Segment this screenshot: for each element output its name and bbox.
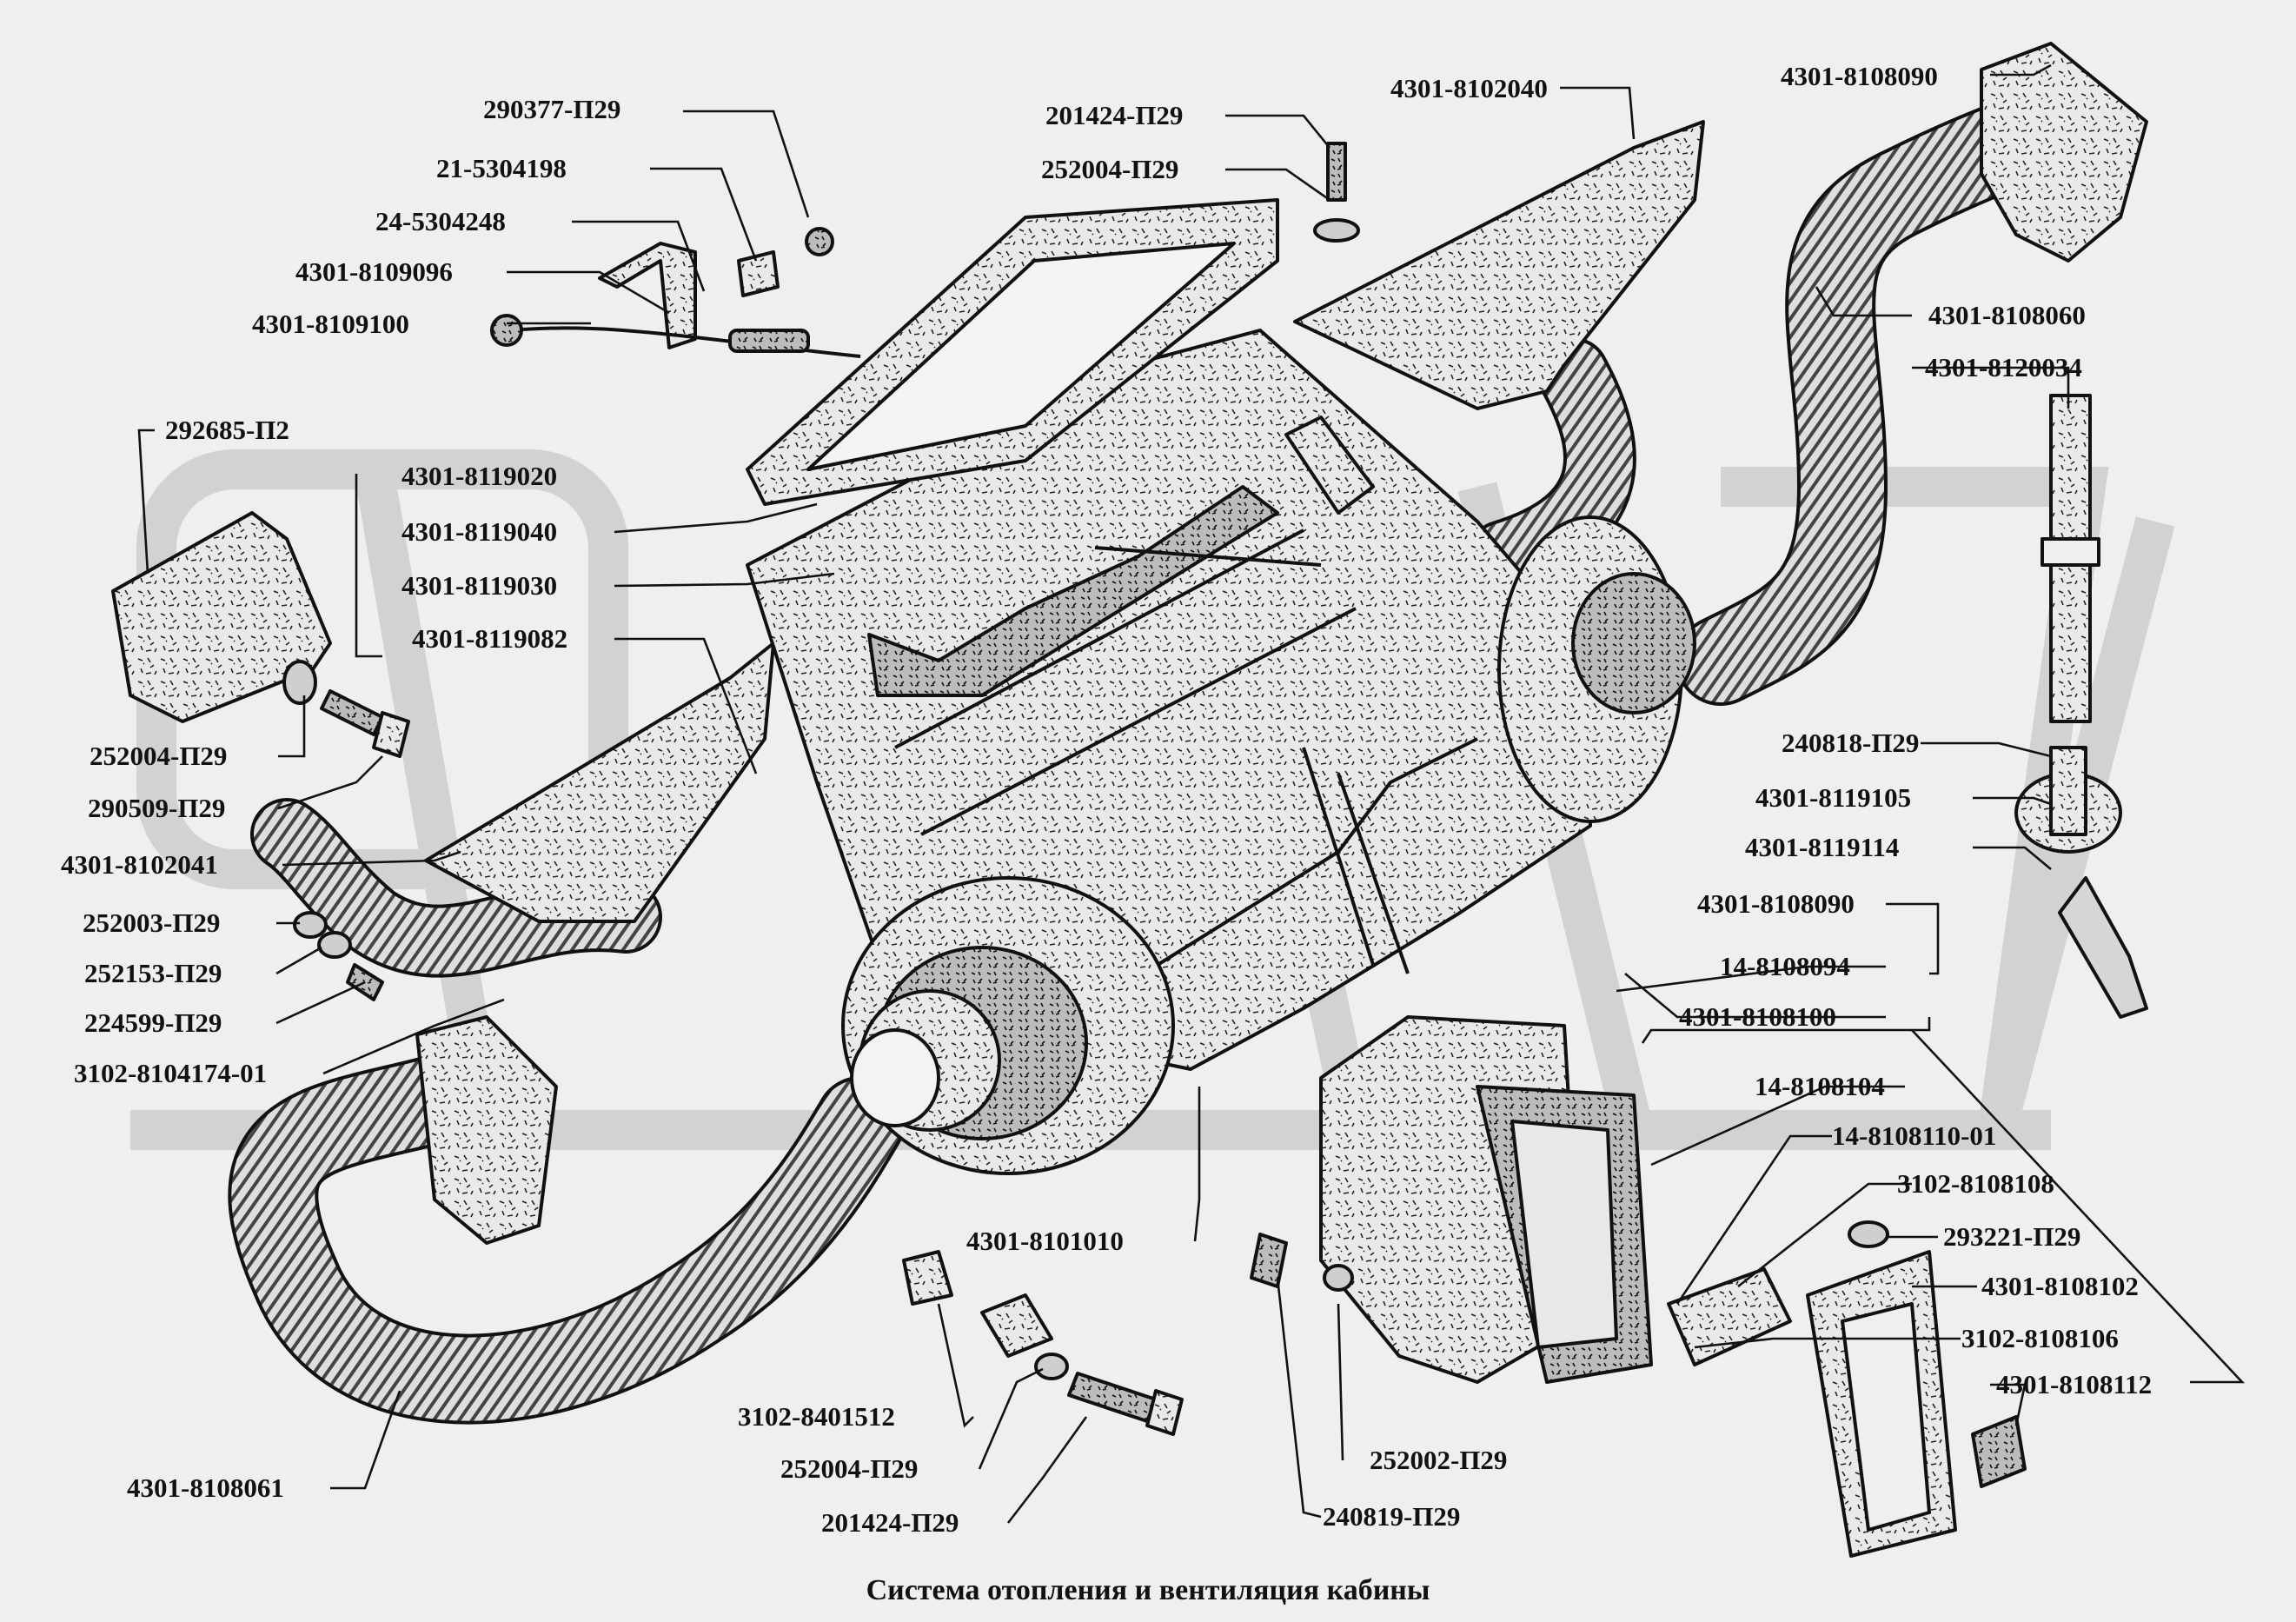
part-label-4301-8109096: 4301-8109096 <box>295 256 453 287</box>
part-label-252003-p29: 252003-П29 <box>83 907 220 938</box>
part-label-3102-8401512: 3102-8401512 <box>738 1401 895 1432</box>
part-label-4301-8119105: 4301-8119105 <box>1755 782 1911 813</box>
heater-right-flange <box>1497 515 1696 823</box>
part-label-252002-p29: 252002-П29 <box>1370 1445 1507 1475</box>
leader-lines <box>137 63 2246 1524</box>
drain-pipe <box>2041 394 2100 723</box>
part-label-240818-p29: 240818-П29 <box>1782 728 1919 758</box>
part-label-4301-8108061: 4301-8108061 <box>127 1472 284 1503</box>
part-label-4301-8109100: 4301-8109100 <box>252 309 409 339</box>
diagram-caption: Система отопления и вентиляция кабины <box>866 1574 1430 1606</box>
lower-left-air-hose <box>228 1050 906 1425</box>
heater-top-gasket <box>746 198 1279 506</box>
upper-right-grille-nozzle <box>1980 42 2148 263</box>
part-label-4301-8119040: 4301-8119040 <box>401 516 557 547</box>
part-label-4301-8108090-top: 4301-8108090 <box>1781 61 1938 91</box>
part-label-4301-8102041: 4301-8102041 <box>61 849 218 880</box>
left-duct-bracket <box>111 511 332 723</box>
bottom-small-parts <box>902 1233 1354 1436</box>
part-label-290509-p29: 290509-П29 <box>88 793 225 823</box>
part-label-4301-8108060: 4301-8108060 <box>1928 300 2086 330</box>
pipe-clamp <box>2014 746 2148 1019</box>
fan-motor <box>841 876 1175 1175</box>
part-label-14-8108094: 14-8108094 <box>1720 951 1850 981</box>
top-bolt-and-washer <box>1313 142 1360 243</box>
part-label-252004-p29-top: 252004-П29 <box>1041 154 1178 184</box>
part-label-14-8108110-01: 14-8108110-01 <box>1832 1120 1996 1151</box>
outlet-small-parts <box>1667 1220 2027 1558</box>
heater-valve <box>1094 415 1375 567</box>
part-label-252004-p29-left: 252004-П29 <box>90 741 227 771</box>
mounting-bracket <box>490 227 861 358</box>
part-label-224599-p29: 224599-П29 <box>84 1007 222 1038</box>
part-label-21-5304198: 21-5304198 <box>436 153 567 183</box>
part-label-201424-p29-top: 201424-П29 <box>1045 100 1183 130</box>
left-windshield-nozzle <box>424 641 775 923</box>
part-label-3102-8104174-01: 3102-8104174-01 <box>74 1058 267 1088</box>
part-label-290377-p29: 290377-П29 <box>483 94 620 124</box>
part-label-4301-8102040: 4301-8102040 <box>1390 73 1548 103</box>
part-label-4301-8119082: 4301-8119082 <box>412 623 567 654</box>
air-outlet-box <box>1319 1015 1653 1384</box>
part-label-4301-8108100: 4301-8108100 <box>1679 1001 1836 1032</box>
part-label-4301-8119114: 4301-8119114 <box>1745 832 1899 862</box>
part-label-14-8108104: 14-8108104 <box>1755 1071 1885 1101</box>
part-label-4301-8108102: 4301-8108102 <box>1981 1271 2139 1301</box>
part-label-4301-8119030: 4301-8119030 <box>401 570 557 601</box>
right-windshield-nozzle <box>1293 120 1705 410</box>
right-air-hose <box>1676 94 2070 706</box>
part-label-3102-8108108: 3102-8108108 <box>1897 1168 2054 1199</box>
part-label-4301-8119020: 4301-8119020 <box>401 461 557 491</box>
part-label-240819-p29: 240819-П29 <box>1323 1501 1460 1532</box>
part-label-201424-p29-bottom: 201424-П29 <box>821 1507 959 1538</box>
part-label-292685-p2: 292685-П2 <box>165 415 289 445</box>
part-label-24-5304248: 24-5304248 <box>375 206 506 236</box>
part-label-4301-8108090-right: 4301-8108090 <box>1697 888 1855 919</box>
part-label-4301-8120034: 4301-8120034 <box>1925 352 2082 382</box>
part-label-4301-8101010: 4301-8101010 <box>966 1226 1124 1256</box>
part-label-3102-8108106: 3102-8108106 <box>1961 1323 2119 1353</box>
part-label-293221-p29: 293221-П29 <box>1943 1221 2080 1252</box>
part-label-4301-8108112: 4301-8108112 <box>1996 1369 2152 1399</box>
part-label-252004-p29-bottom: 252004-П29 <box>780 1453 918 1484</box>
part-label-252153-p29: 252153-П29 <box>84 958 222 988</box>
lower-left-grille-nozzle <box>415 1015 558 1245</box>
part-labels: 290377-П29 21-5304198 24-5304248 4301-81… <box>61 61 2152 1538</box>
